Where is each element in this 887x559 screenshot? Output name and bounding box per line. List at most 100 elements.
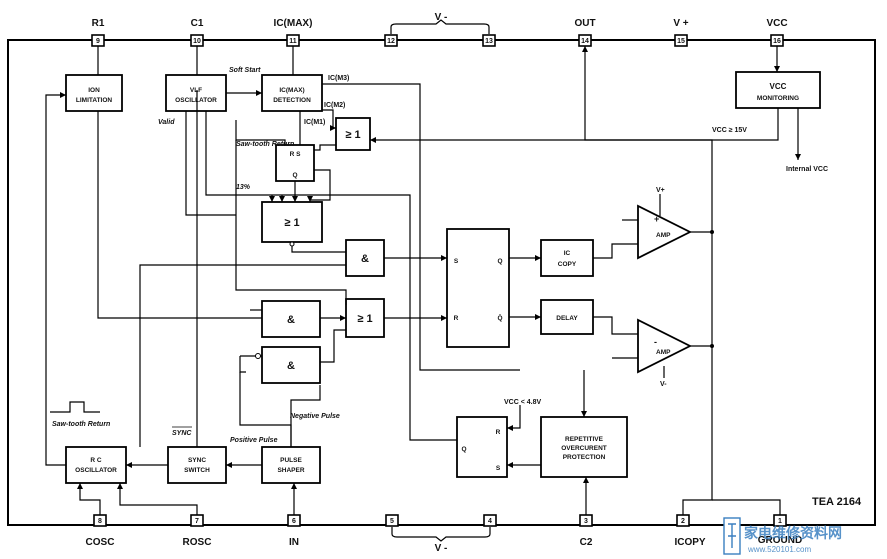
pin-7: 7: [190, 514, 204, 527]
svg-text:&: &: [287, 360, 295, 372]
pin-label-out: OUT: [574, 18, 595, 29]
svg-text:Q: Q: [461, 446, 466, 453]
svg-text:≥ 1: ≥ 1: [345, 129, 360, 141]
ic-copy-block: IC COPY: [540, 239, 594, 277]
svg-text:IC: IC: [564, 250, 571, 257]
pin-4: 4: [483, 514, 497, 527]
svg-text:R: R: [454, 315, 459, 322]
svg-text:9: 9: [96, 38, 100, 45]
svg-text:&: &: [361, 253, 369, 265]
svg-text:R C: R C: [90, 457, 102, 464]
positive-pulse-label: Positive Pulse: [230, 437, 278, 444]
pin-label-ground: GROUND: [758, 535, 802, 546]
pin-6: 6: [287, 514, 301, 527]
valid-label: Valid: [158, 119, 175, 126]
pct13-label: 13%: [236, 184, 251, 191]
svg-text:R S: R S: [290, 151, 302, 158]
icm2-label: IC(M2): [324, 102, 345, 109]
internal-vcc-label: Internal VCC: [786, 166, 828, 173]
pin-label-c2: C2: [580, 537, 593, 548]
pin-3: 3: [579, 514, 593, 527]
svg-text:&: &: [287, 314, 295, 326]
svg-text:VLF: VLF: [190, 87, 202, 94]
vminus-bottom-brace: [391, 527, 491, 542]
delay-block: DELAY: [540, 299, 594, 335]
and-gate-3: &: [261, 346, 321, 384]
pin-label-rosc: ROSC: [183, 537, 212, 548]
pin-2: 2: [676, 514, 690, 527]
svg-text:OVERCURENT: OVERCURENT: [561, 445, 607, 452]
sync-switch-block: SYNC SWITCH: [167, 446, 227, 484]
soft-start-label: Soft Start: [229, 67, 261, 74]
svg-text:R: R: [496, 429, 501, 436]
svg-text:DELAY: DELAY: [556, 315, 578, 322]
svg-text:ION: ION: [88, 87, 100, 94]
svg-text:Q̄: Q̄: [497, 313, 502, 322]
svg-text:Q: Q: [497, 258, 502, 265]
pin-label-icmax: IC(MAX): [274, 18, 313, 29]
svg-text:5: 5: [390, 518, 394, 525]
svg-text:1: 1: [778, 518, 782, 525]
or-gate-1: ≥ 1: [335, 117, 371, 151]
svg-text:OSCILLATOR: OSCILLATOR: [175, 97, 217, 104]
pin-16: 16: [770, 34, 784, 47]
and-gate-2: &: [261, 300, 321, 338]
and-gate-1: &: [345, 239, 385, 277]
rc-oscillator-block: R C OSCILLATOR: [65, 446, 127, 484]
chip-label: TEA 2164: [812, 496, 862, 508]
icm3-label: IC(M3): [328, 75, 349, 82]
svg-text:OSCILLATOR: OSCILLATOR: [75, 467, 117, 474]
vminus-amp-label: V-: [660, 381, 667, 388]
svg-text:AMP: AMP: [656, 232, 671, 239]
svg-text:Q: Q: [292, 172, 297, 179]
svg-text:PULSE: PULSE: [280, 457, 302, 464]
svg-text:COPY: COPY: [558, 261, 577, 268]
amp-top: + AMP: [637, 204, 693, 260]
pin-8: 8: [93, 514, 107, 527]
chip-outline: [7, 39, 876, 526]
sawtooth-return-label-2: Saw-tooth Return: [52, 421, 110, 428]
svg-text:≥ 1: ≥ 1: [357, 313, 372, 325]
svg-text:IC(MAX): IC(MAX): [279, 87, 304, 94]
pin-label-c1: C1: [191, 18, 204, 29]
svg-text:7: 7: [195, 518, 199, 525]
pulse-shaper-block: PULSE SHAPER: [261, 446, 321, 484]
pin-5: 5: [385, 514, 399, 527]
repetitive-overcurrent-block: REPETITIVE OVERCURENT PROTECTION: [540, 416, 628, 478]
pin-label-icopy: ICOPY: [674, 537, 705, 548]
svg-text:家电维修资料网: 家电维修资料网: [744, 525, 842, 541]
amp-bottom: - AMP: [637, 318, 693, 374]
svg-text:+: +: [654, 214, 659, 224]
sawtooth-return-label: Saw-tooth Return: [236, 141, 294, 148]
sync-bar-label: SYNC: [172, 430, 192, 437]
ion-limitation-block: ION LIMITATION: [65, 74, 123, 112]
svg-text:13: 13: [485, 38, 493, 45]
svg-text:6: 6: [292, 518, 296, 525]
svg-text:www.520101.com: www.520101.com: [747, 545, 811, 554]
svg-text:SHAPER: SHAPER: [277, 467, 304, 474]
pin-label-r1: R1: [92, 18, 105, 29]
pin-14: 14: [578, 34, 592, 47]
svg-text:16: 16: [773, 38, 781, 45]
rs-latch-2: R S Q: [456, 416, 508, 478]
svg-text:MONITORING: MONITORING: [757, 95, 799, 102]
negative-pulse-label: Negative Pulse: [290, 413, 340, 420]
svg-text:LIMITATION: LIMITATION: [76, 97, 113, 104]
svg-text:AMP: AMP: [656, 349, 671, 356]
svg-text:≥ 1: ≥ 1: [284, 217, 299, 229]
icmax-detection-block: IC(MAX) DETECTION: [261, 74, 323, 112]
pin-10: 10: [190, 34, 204, 47]
pin-13: 13: [482, 34, 496, 47]
pin-11: 11: [286, 34, 300, 47]
main-flip-flop: S R Q Q̄: [446, 228, 510, 348]
svg-text:PROTECTION: PROTECTION: [563, 454, 606, 461]
svg-text:SYNC: SYNC: [188, 457, 206, 464]
svg-text:12: 12: [387, 38, 395, 45]
vcc-monitoring-block: VCC MONITORING: [735, 71, 821, 109]
or-gate-3: ≥ 1: [345, 298, 385, 338]
pin-15: 15: [674, 34, 688, 47]
svg-text:15: 15: [677, 38, 685, 45]
vminus-bottom-label: V -: [435, 543, 448, 554]
or-gate-2: ≥ 1: [261, 201, 323, 243]
